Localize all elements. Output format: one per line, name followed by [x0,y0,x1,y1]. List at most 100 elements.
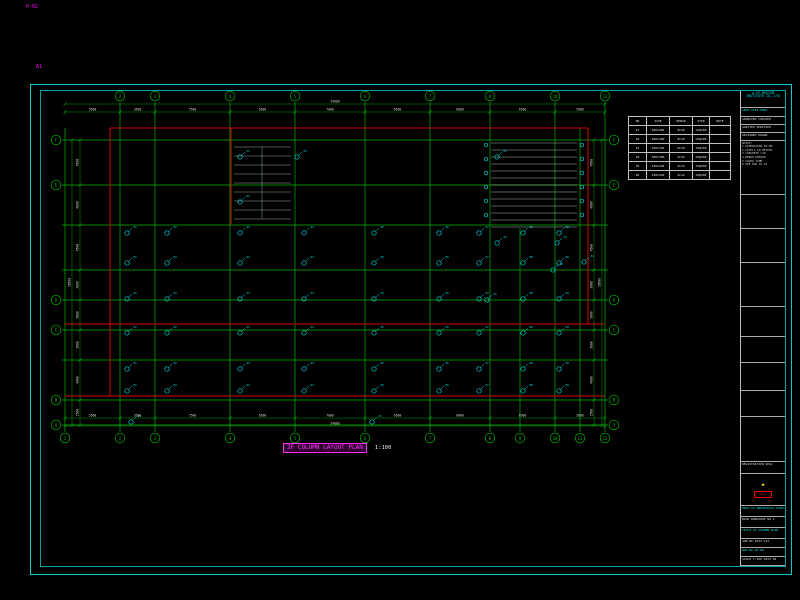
axis-bubble [50,294,62,306]
column-marker [520,296,526,302]
axis-number: 2 [119,436,122,441]
titleblock-row: SCALE 1:100 2023.06 [741,557,785,566]
marker-leader [241,257,246,262]
dim-text: 7500 [189,108,197,112]
dim-text: 4000 [590,201,594,209]
column-marker [436,296,442,302]
marker-leader [440,293,445,298]
marker-label: Z4 [310,361,314,365]
marker-leader [241,293,246,298]
marker-leader [440,227,445,232]
column-marker [237,366,243,372]
schedule-cell: Z1 [628,125,647,135]
column-marker [237,260,243,266]
marker-leader [375,227,380,232]
marker-leader [241,196,246,201]
marker-label: Z9 [565,383,569,387]
axis-bubble [50,324,62,336]
marker-label: Z1 [563,235,567,239]
axis-number: 2 [119,94,122,99]
dim-tick [603,424,607,428]
dim-text: 7500 [189,414,197,418]
axis-bubble [608,324,620,336]
dim-text: 6000 [456,108,464,112]
column-marker [556,366,562,372]
schedule-cell: 300x300 [646,152,670,162]
marker-leader [128,327,133,332]
column-marker [301,230,307,236]
dim-text: 6500 [394,108,402,112]
column-marker [436,330,442,336]
dim-text: 4500 [76,159,80,167]
axis-bubble [514,432,526,444]
axis-number: 1 [64,436,67,441]
marker-leader [560,227,565,232]
schedule-cell: C6@200 [692,170,710,180]
marker-label: Z1 [137,414,141,418]
dim-tick [63,424,67,428]
column-marker [371,230,377,236]
marker-label: Z7 [485,361,489,365]
marker-label: Z2 [173,255,177,259]
dim-text: 3000 [76,311,80,319]
marker-label: Z1 [559,262,563,266]
marker-label: Z7 [485,325,489,329]
schedule-cell: C8@150 [692,143,710,153]
marker-leader [524,327,529,332]
marker-leader [554,264,559,269]
axis-bubble [149,432,161,444]
axis-bubble [608,179,620,191]
marker-label: Z6 [445,383,449,387]
marker-label: Z3 [246,225,250,229]
marker-label: Z2 [173,291,177,295]
marker-label: Z5 [380,291,384,295]
marker-leader [375,385,380,390]
titleblock-row [741,229,785,263]
marker-leader [480,363,485,368]
column-marker [124,230,130,236]
axis-bubble [289,90,301,102]
marker-label: Z2 [173,383,177,387]
marker-label: Z5 [380,361,384,365]
column-marker [301,388,307,394]
column-marker [520,230,526,236]
column-marker [164,366,170,372]
marker-label: Z4 [310,383,314,387]
column-marker [124,388,130,394]
marker-leader [132,416,137,421]
marker-leader [128,227,133,232]
marker-label: Z6 [445,291,449,295]
dim-text: 3500 [134,414,142,418]
marker-label: Z6 [445,255,449,259]
marker-label: Z4 [310,225,314,229]
marker-leader [440,257,445,262]
column-marker [436,388,442,394]
marker-label: Z1 [590,254,594,258]
axis-letter: D [613,298,616,303]
dim-text: 7000 [326,108,334,112]
titleblock-row: REGISTRATION SEAL [741,462,785,474]
column-marker [369,419,375,425]
axis-bubble [484,90,496,102]
schedule-cell: 4C12 [669,170,693,180]
schedule-cell: C8@200 [692,152,710,162]
dim-tick [603,102,607,106]
schedule-cell: 240x240 [646,170,670,180]
axis-number: 11 [578,436,583,441]
column-marker [124,296,130,302]
axis-bubble [599,90,611,102]
marker-leader [524,227,529,232]
marker-label: Z1 [493,292,497,296]
axis-number: 6 [364,436,367,441]
axis-letter: B [55,398,58,403]
column-marker [128,419,134,425]
xref-note: P-02 [26,4,39,10]
titleblock-row [741,391,785,417]
column-marker [494,240,500,246]
stair-marker [483,198,489,204]
column-marker [371,260,377,266]
schedule-cell: C8@100 [692,125,710,135]
